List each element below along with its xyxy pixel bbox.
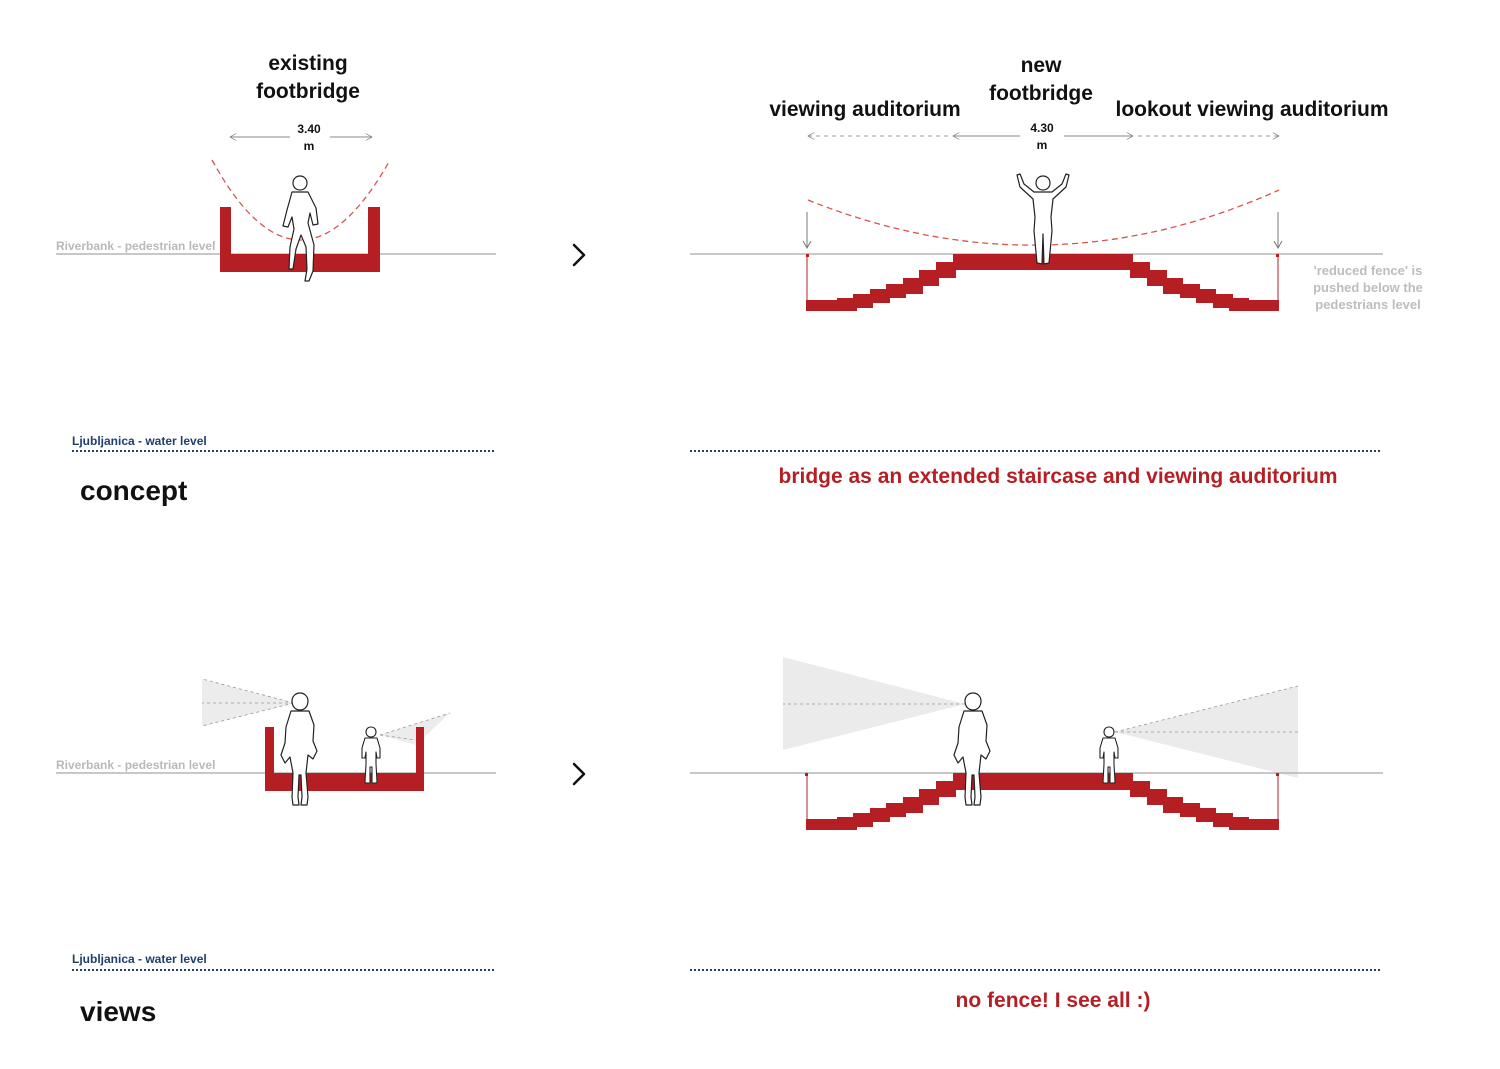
reduced-fence-note-line1: 'reduced fence' is [1314, 263, 1423, 278]
person-silhouette-icon [1016, 173, 1070, 265]
reduced-fence-note-line3: pedestrians level [1315, 297, 1421, 312]
view-cone-right-small [379, 712, 451, 745]
chevron-right-icon [572, 243, 586, 267]
view-cone-left [201, 678, 295, 727]
lookout-viewing-auditorium-label: lookout viewing auditorium [1116, 98, 1389, 121]
new-views-section: no fence! I see all :) [690, 657, 1383, 1012]
riverbank-label: Riverbank - pedestrian level [56, 758, 215, 772]
new-width-dimension: 4.30 m [808, 121, 1279, 152]
existing-footbridge-label-line1: existing [268, 52, 347, 75]
existing-footbridge-label-line2: footbridge [256, 80, 360, 103]
concept-title: concept [80, 475, 187, 506]
existing-views-section: Riverbank - pedestrian level Ljubljanica… [56, 678, 496, 1027]
riverbank-label: Riverbank - pedestrian level [56, 239, 215, 253]
viewing-auditorium-label: viewing auditorium [769, 98, 960, 121]
concept-caption: bridge as an extended staircase and view… [779, 465, 1338, 488]
existing-width-unit: m [304, 139, 315, 153]
new-footbridge-label-line2: footbridge [989, 82, 1093, 105]
water-level-label: Ljubljanica - water level [72, 434, 207, 448]
new-bridge-staircase [805, 773, 1279, 830]
view-cone-right-large [1114, 685, 1299, 778]
new-footbridge-section: new footbridge viewing auditorium lookou… [690, 54, 1423, 488]
view-cone-left-large [783, 657, 965, 750]
new-bridge-staircase [806, 254, 1279, 311]
existing-sightline-curve [211, 159, 391, 241]
water-level-label: Ljubljanica - water level [72, 952, 207, 966]
existing-footbridge-section: existing footbridge 3.40 m Riverbank - p… [56, 52, 496, 506]
reduced-fence-note-line2: pushed below the [1313, 280, 1423, 295]
existing-bridge-section [220, 207, 380, 272]
views-title: views [80, 996, 156, 1027]
existing-width-dimension: 3.40 m [230, 122, 372, 153]
fence-down-arrows [802, 212, 1283, 250]
existing-width-value: 3.40 [297, 122, 321, 136]
views-caption: no fence! I see all :) [956, 989, 1151, 1012]
new-width-unit: m [1037, 138, 1048, 152]
new-width-value: 4.30 [1030, 121, 1054, 135]
chevron-right-icon [572, 762, 586, 786]
new-footbridge-label-line1: new [1021, 54, 1063, 77]
